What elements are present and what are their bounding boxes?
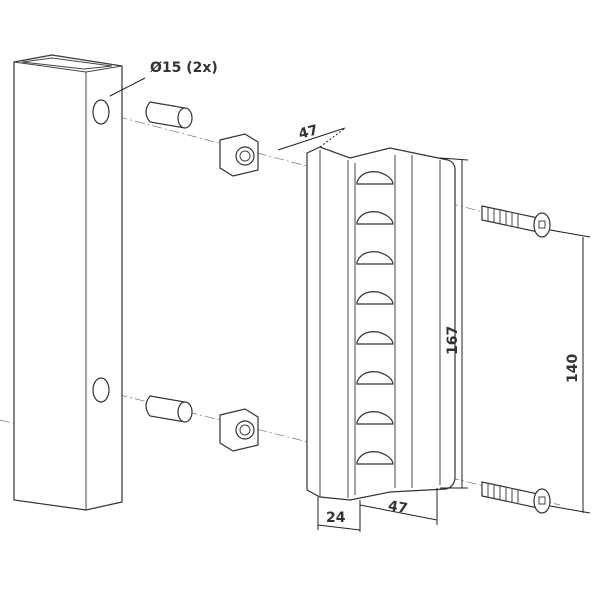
post-hole-bottom [92, 377, 110, 403]
handle-rib [356, 211, 394, 225]
sleeve-bottom [145, 395, 193, 423]
height-label: 167 [445, 326, 461, 355]
square-post [13, 54, 123, 511]
dimension-lines [109, 77, 591, 532]
bottom-width-label: 47 [387, 498, 409, 517]
sleeve-top [145, 101, 193, 129]
depth-label: 24 [326, 510, 346, 526]
handle-rib [356, 171, 394, 185]
handle-rib [356, 411, 394, 425]
handle-rib [356, 251, 394, 265]
top-width-label: 47 [297, 122, 320, 142]
hole-diameter-label: Ø15 (2x) [150, 60, 218, 76]
screw-top [481, 205, 551, 238]
end-cap-top [219, 133, 259, 177]
screw-bottom [481, 481, 551, 514]
handle-rib [356, 331, 394, 345]
handle-rib [356, 291, 394, 305]
handle-rib [356, 451, 394, 465]
end-cap-bottom [219, 408, 259, 452]
hole-spacing-label: 140 [565, 354, 581, 383]
post-hole-top [92, 99, 110, 125]
handle-rib [356, 371, 394, 385]
handle-body [306, 146, 456, 501]
handle-ribs [356, 171, 394, 465]
